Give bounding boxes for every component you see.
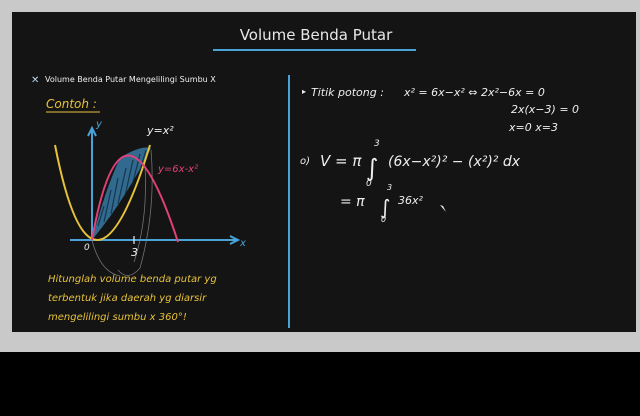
- x-tick-label: 3: [131, 246, 138, 259]
- equation-line-1: x² = 6x−x² ⇔ 2x²−6x = 0: [403, 86, 545, 99]
- partial-result: 36x²: [398, 194, 424, 207]
- curve2-label: y=6x-x²: [157, 164, 198, 175]
- graph: x y 3 0 y=x² y=6x-x²: [54, 119, 246, 277]
- page-title: Volume Benda Putar: [240, 26, 393, 44]
- integral-1-lower: 0: [366, 179, 372, 189]
- example-label: Contoh :: [46, 97, 97, 111]
- curve1-label: y=x²: [146, 124, 174, 137]
- y-axis-arrow: [87, 125, 97, 137]
- volume-lhs: V = π: [320, 152, 362, 170]
- problem-line-1: Hitunglah volume benda putar yg: [48, 274, 217, 285]
- integral-1-upper: 3: [374, 139, 380, 149]
- y-axis-label: y: [95, 119, 103, 130]
- video-letterbox-bar: [0, 352, 640, 416]
- section-heading: Volume Benda Putar Mengelilingi Sumbu X: [45, 75, 216, 84]
- rotation-sketch: [91, 149, 153, 277]
- section-bullet-icon: ✕: [31, 75, 39, 86]
- integral-2-upper: 3: [387, 183, 392, 192]
- equation-line-3: x=0 x=3: [508, 121, 558, 134]
- integrand: (6x−x²)² − (x²)² dx: [388, 154, 521, 170]
- equation-line-2: 2x(x−3) = 0: [511, 103, 579, 116]
- step-number: o): [300, 156, 310, 167]
- origin-label: 0: [84, 243, 90, 253]
- x-axis-arrow: [229, 235, 241, 245]
- pen-cursor-icon: [440, 205, 446, 212]
- problem-line-2: terbentuk jika daerah yg diarsir: [48, 293, 207, 304]
- curve-y-x-squared: [54, 144, 151, 241]
- integral-2-lower: 0: [381, 215, 386, 224]
- equals-pi: = π: [340, 194, 365, 210]
- problem-line-3: mengelilingi sumbu x 360°!: [48, 312, 187, 323]
- curve-y-6x-minus-x-squared: [91, 154, 179, 243]
- integral-sign-1: ∫: [366, 154, 379, 182]
- intersection-label: Titik potong :: [311, 86, 384, 99]
- solution-bullet-icon: ▸: [302, 87, 306, 96]
- hatch-lines: [97, 149, 147, 227]
- x-axis-label: x: [239, 238, 246, 249]
- integral-sign-2: ∫: [380, 195, 390, 219]
